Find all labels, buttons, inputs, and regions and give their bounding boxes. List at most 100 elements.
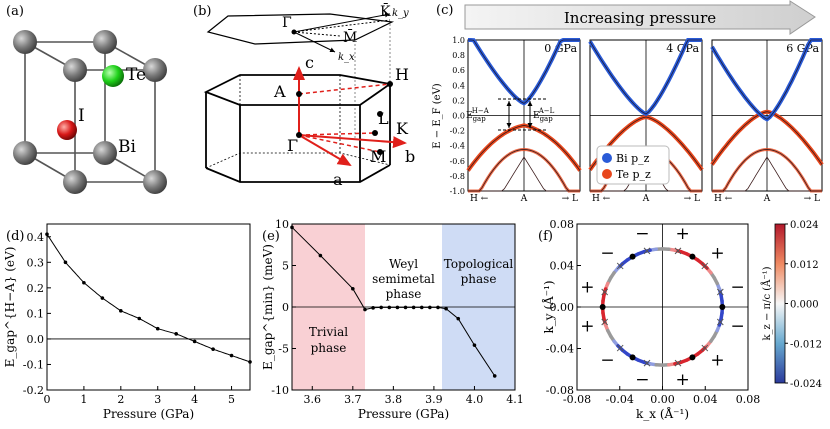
legend-te-label: Te p_z (616, 168, 651, 181)
data-point (396, 306, 400, 310)
band-xtick: A (520, 194, 528, 204)
band-ytick: 1.0 (452, 36, 465, 45)
legend-te-marker (602, 169, 612, 179)
x-tick-label: 4.1 (506, 393, 524, 406)
data-point (351, 287, 355, 291)
te-atom (102, 65, 124, 87)
unit-cell-frame (25, 42, 155, 182)
bz-point-a: A (273, 82, 286, 101)
data-point (248, 360, 252, 364)
x-tick-label: 0 (44, 393, 51, 406)
atom-label-i: I (78, 106, 85, 126)
data-point (412, 306, 416, 310)
chirality-sign: − (635, 370, 649, 390)
banner-text: Increasing pressure (564, 9, 716, 27)
colorbar-tick-label: 0.024 (790, 220, 819, 231)
legend-bi-label: Bi p_z (616, 152, 650, 165)
chirality-sign: + (580, 277, 594, 297)
x-tick-label: 3.8 (385, 393, 403, 406)
atom-label-bi: Bi (118, 137, 136, 157)
y-tick-label: 5 (282, 260, 289, 273)
data-point (156, 327, 160, 331)
data-point (379, 306, 383, 310)
x-axis-label: Pressure (GPa) (358, 407, 449, 421)
panel-a: (a) Te I Bi (6, 4, 167, 194)
panel-f-label: (f) (538, 229, 553, 244)
atom-label-te: Te (126, 65, 146, 85)
chirality-sign: − (600, 350, 614, 370)
region-label-weyl: Weyl (389, 257, 418, 271)
chirality-sign: − (600, 244, 614, 264)
y-tick-label: 0.08 (550, 218, 575, 231)
region-label-weyl: phase (386, 287, 422, 301)
colorbar-tick-label: 0.012 (790, 260, 819, 271)
y-axis-label: E_gap^{min} (meV) (261, 244, 275, 370)
panel-d-label: (d) (6, 229, 24, 244)
band-xtick: H ← (714, 194, 733, 204)
bz-point-gamma: Γ (287, 136, 298, 155)
y-tick-label: 0.04 (550, 260, 575, 273)
band-ytick: -0.2 (450, 127, 465, 136)
y-tick-label: -0.2 (23, 384, 44, 397)
data-point (444, 307, 448, 311)
gap-annotations: EgapH−A EgapA−L (466, 99, 555, 130)
band-xtick: H ← (470, 194, 489, 204)
gap-label-al: EgapA−L (533, 107, 555, 123)
data-point (371, 306, 375, 310)
panel-c-label: (c) (436, 3, 453, 18)
region-label-topological: Topological (444, 257, 514, 271)
panel-b-label: (b) (193, 4, 211, 19)
chirality-sign: + (676, 370, 690, 390)
band-ytick: -1.0 (450, 187, 465, 196)
gap-curve (47, 234, 250, 362)
weyl-point (600, 304, 606, 310)
data-point (428, 306, 432, 310)
chirality-sign: + (676, 224, 690, 244)
gamma-bar-label: Γ̄ (282, 15, 292, 31)
svg-text:E − E_F (eV): E − E_F (eV) (432, 83, 443, 148)
panel-e-label: (e) (262, 229, 280, 244)
band-legend: Bi p_z Te p_z (597, 146, 669, 184)
x-tick-label: 2 (117, 393, 124, 406)
data-point (101, 296, 105, 300)
data-point (493, 374, 497, 378)
gap-label-ha: EgapH−A (466, 107, 490, 123)
band-xtick: → L (562, 194, 578, 204)
axis-c-label: c (305, 53, 314, 72)
ky-arrow (294, 14, 390, 32)
y-tick-label: -10 (271, 384, 289, 397)
band-ytick: 0.8 (452, 51, 465, 60)
axes-frame (47, 224, 250, 390)
weyl-point (719, 304, 725, 310)
panel-c: (c) Increasing pressure E − E_F (eV) 0 G… (432, 1, 822, 204)
y-axis-label: k_y (Å⁻¹) (541, 280, 556, 333)
y-tick-label: -0.08 (546, 384, 574, 397)
weyl-point (689, 354, 695, 360)
y-tick-label: 0.4 (27, 231, 45, 244)
band-ylabel: E − E_F (eV) (432, 83, 443, 148)
band-xtick: A (763, 194, 771, 204)
band-ytick: 0.0 (452, 112, 465, 121)
weyl-point (630, 354, 636, 360)
region-label-trivial: phase (311, 341, 347, 355)
region-label-weyl: semimetal (372, 272, 435, 286)
m-bar-label: M̄ (343, 28, 357, 46)
chirality-sign: + (710, 350, 724, 370)
y-axis-label: E_gap^{H−A} (eV) (3, 247, 17, 368)
x-tick-label: 3.6 (304, 393, 322, 406)
data-point (290, 226, 294, 230)
x-tick-label: 0.00 (650, 393, 675, 406)
data-point (436, 306, 440, 310)
colorbar-tick-label: 0.000 (790, 300, 819, 311)
data-point (456, 317, 460, 321)
axis-b-label: b (405, 147, 415, 166)
chirality-sign: − (635, 224, 649, 244)
x-tick-label: 5 (228, 393, 235, 406)
y-tick-label: 10 (275, 218, 289, 231)
chirality-sign: + (710, 244, 724, 264)
band-ytick: 0.4 (452, 81, 465, 90)
data-point (45, 232, 49, 236)
